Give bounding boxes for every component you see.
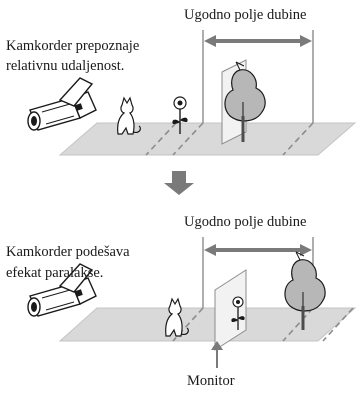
floor-plane [58, 122, 357, 156]
monitor-label: Monitor [187, 373, 235, 389]
floor-plane [58, 307, 357, 342]
top-zone-label: Ugodno polje dubine [184, 7, 307, 23]
camcorder-icon [27, 263, 97, 317]
bottom-panel [27, 237, 357, 368]
top-caption-line-1: Kamkorder prepoznaje [6, 38, 140, 54]
zone-width-arrow [204, 244, 312, 256]
monitor-pointer-arrow [211, 341, 223, 368]
camcorder-icon [27, 77, 97, 131]
bottom-zone-label: Ugodno polje dubine [184, 214, 307, 230]
depth-line-near [145, 122, 177, 156]
depth-line-left [172, 307, 204, 342]
depth-line-right [282, 307, 314, 342]
zone-width-arrow [204, 35, 312, 47]
depth-line-far [322, 307, 354, 342]
top-panel [27, 30, 357, 156]
bottom-caption-line-2: efekat paralakse. [6, 265, 104, 281]
depth-line-left [172, 122, 204, 156]
tree-icon [224, 61, 266, 142]
depth-line-right [282, 122, 314, 156]
top-caption-line-2: relativnu udaljenost. [6, 58, 125, 74]
cat-icon [117, 96, 141, 135]
tree-icon [284, 251, 326, 330]
down-arrow [164, 171, 194, 195]
flower-icon [172, 96, 188, 134]
flower-icon [231, 296, 245, 330]
cat-icon [165, 297, 189, 337]
bottom-caption-line-1: Kamkorder podešava [6, 244, 130, 260]
